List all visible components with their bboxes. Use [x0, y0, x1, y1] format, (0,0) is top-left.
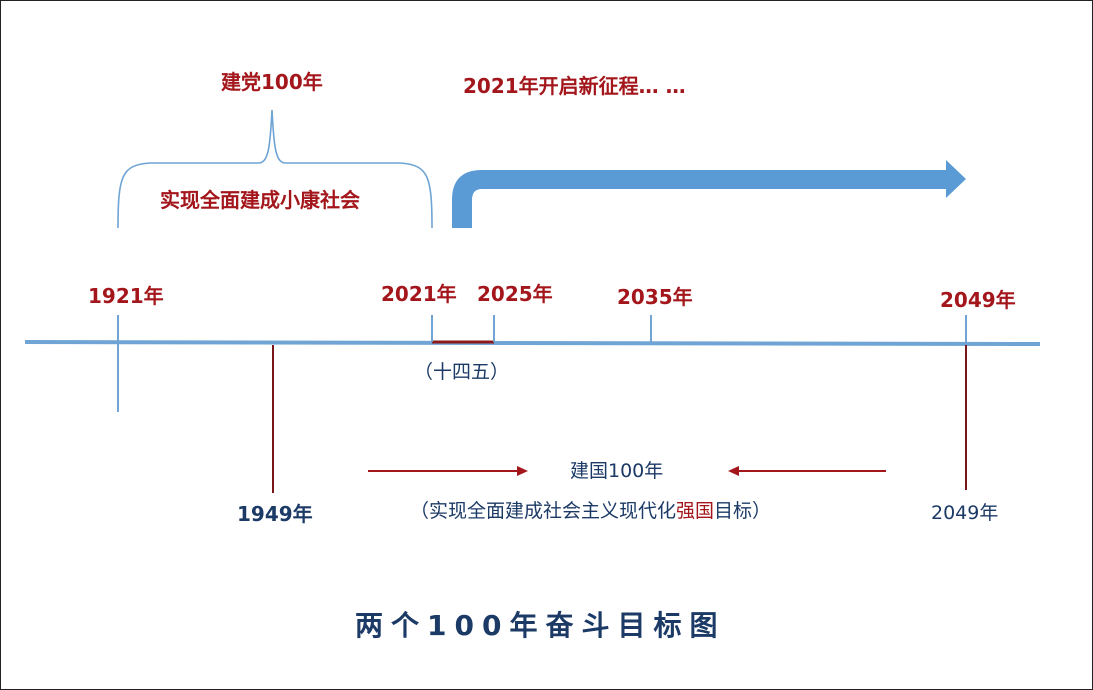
socialist-goal-label: （实现全面建成社会主义现代化强国目标） [410, 502, 771, 521]
year-2049-bottom-label: 2049年 [931, 502, 999, 524]
year-1921-label: 1921年 [88, 284, 164, 308]
goal-prefix: （实现全面建成社会主义现代化 [410, 500, 677, 522]
year-2021-label: 2021年 [381, 282, 457, 306]
year-2035-label: 2035年 [617, 285, 693, 309]
new-journey-arrow [452, 160, 966, 228]
main-timeline [24, 340, 1041, 346]
left-arrow-head [517, 466, 528, 476]
moderately-prosperous-label: 实现全面建成小康社会 [160, 188, 360, 212]
nation-centenary-label: 建国100年 [570, 460, 664, 482]
year-2025-label: 2025年 [477, 282, 553, 306]
diagram-title: 两个100年奋斗目标图 [355, 609, 726, 642]
new-journey-label: 2021年开启新征程… … [463, 74, 686, 98]
curly-brace [117, 109, 433, 229]
goal-suffix: 目标） [714, 500, 772, 522]
year-1949-label: 1949年 [237, 502, 313, 526]
five-year-plan-label: （十四五） [414, 361, 510, 383]
goal-highlight: 强国 [676, 500, 715, 522]
year-2049-top-label: 2049年 [940, 288, 1016, 312]
party-centenary-label: 建党100年 [221, 70, 323, 94]
right-arrow-head [728, 466, 739, 476]
